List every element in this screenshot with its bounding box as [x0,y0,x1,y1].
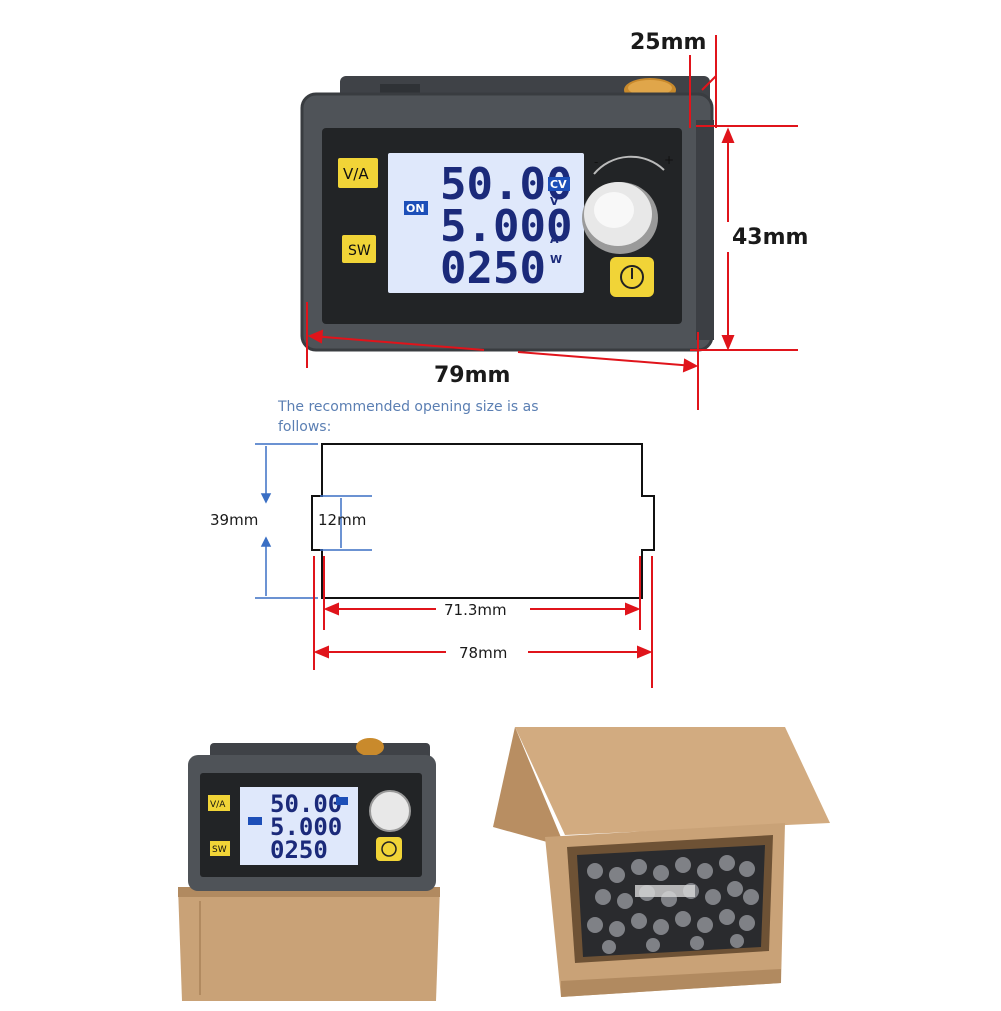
adjust-knob[interactable]: - + [578,152,678,262]
small-va-button: V/A [210,800,226,810]
small-sw-button: SW [212,845,227,855]
opening-notch-label: 12mm [318,511,367,529]
knob-plus: + [664,153,674,167]
cv-badge: CV [550,178,567,191]
unit-v: V [550,195,559,208]
svg-text:SW: SW [348,243,371,259]
lcd-power: 0250 [440,243,546,293]
sw-button[interactable]: SW [342,235,376,263]
unit-a: A [550,233,559,246]
on-badge: ON [406,202,425,215]
small-lcd-current: 5.000 [270,813,342,841]
opening-outer-width-label: 78mm [459,644,508,662]
width-label: 79mm [434,363,511,388]
opening-diagram [255,443,655,688]
unit-w: W [550,253,562,266]
product-on-box-photo: 50.00 5.000 0250 V/A SW [178,738,440,1001]
lcd-current: 5.000 [440,201,572,252]
height-label: 43mm [732,225,809,250]
lcd-screen: 50.00 5.000 0250 CV V A W ON [388,153,584,293]
opening-note: The recommended opening size is as follo… [278,399,539,435]
small-lcd-voltage: 50.00 [270,790,342,818]
power-button[interactable] [610,257,654,297]
svg-text:V/A: V/A [343,165,369,183]
opening-inner-width-label: 71.3mm [444,601,507,619]
knob-minus: - [594,155,598,169]
dimension-lines-top [306,35,798,410]
va-button[interactable]: V/A [338,158,378,188]
depth-label: 25mm [630,30,707,55]
opening-height-label: 39mm [210,511,259,529]
open-box-photo [493,727,830,997]
small-lcd-power: 0250 [270,836,328,864]
